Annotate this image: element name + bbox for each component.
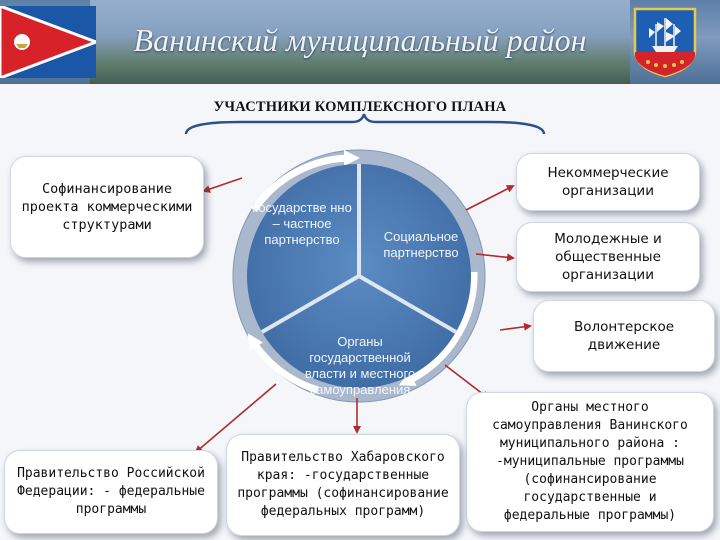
segment-public-private-partnership: Государстве нно – частное партнерство: [252, 200, 352, 247]
district-emblem-icon: [633, 7, 697, 78]
arrow-to-cofinancing: [202, 177, 243, 193]
header-banner: Ванинский муниципальный район: [0, 0, 720, 84]
box-russia-government: Правительство Российской Федерации: - фе…: [4, 450, 218, 534]
ring-arrow-top: [251, 149, 360, 212]
header-background-photo: [90, 0, 630, 84]
title-bracket: [184, 113, 546, 135]
box-youth-label: Молодежные и общественные организации: [554, 231, 662, 283]
arrow-to-youth: [475, 253, 515, 262]
box-cofinancing-label: Софинансирование проекта коммерческими с…: [21, 181, 193, 233]
box-volunteer-label: Волонтерское движение: [573, 319, 675, 353]
district-flag-icon: [0, 6, 96, 78]
header-title: Ванинский муниципальный район: [133, 22, 587, 58]
arrow-to-nonprofit: [465, 185, 515, 211]
box-russia-label: Правительство Российской Федерации: - фе…: [17, 466, 205, 517]
arrow-to-russia: [194, 383, 277, 454]
arrow-to-volunteer: [499, 322, 532, 331]
ring-arrow-left: [247, 333, 320, 394]
box-local-government: Органы местного самоуправления Ванинског…: [466, 392, 714, 532]
segment-social-partnership: Социальное партнерство: [383, 229, 459, 260]
segment-government-bodies: Органы государственной власти и местного…: [304, 334, 416, 397]
box-nonprofit: Некоммерческие организации: [516, 153, 700, 211]
plan-title: УЧАСТНИКИ КОМПЛЕКСНОГО ПЛАНА: [213, 99, 507, 115]
divider-left: [261, 274, 360, 334]
box-volunteer: Волонтерское движение: [533, 300, 715, 372]
box-local-government-label: Органы местного самоуправления Ванинског…: [492, 400, 688, 523]
box-khabarovsk-label: Правительство Хабаровского края: -госуда…: [237, 450, 449, 519]
box-nonprofit-label: Некоммерческие организации: [547, 165, 669, 199]
box-khabarovsk-government: Правительство Хабаровского края: -госуда…: [226, 434, 460, 536]
box-cofinancing: Софинансирование проекта коммерческими с…: [10, 156, 204, 258]
ring-arrow-right: [398, 271, 478, 386]
divider-right: [358, 274, 457, 334]
box-youth: Молодежные и общественные организации: [516, 222, 700, 292]
